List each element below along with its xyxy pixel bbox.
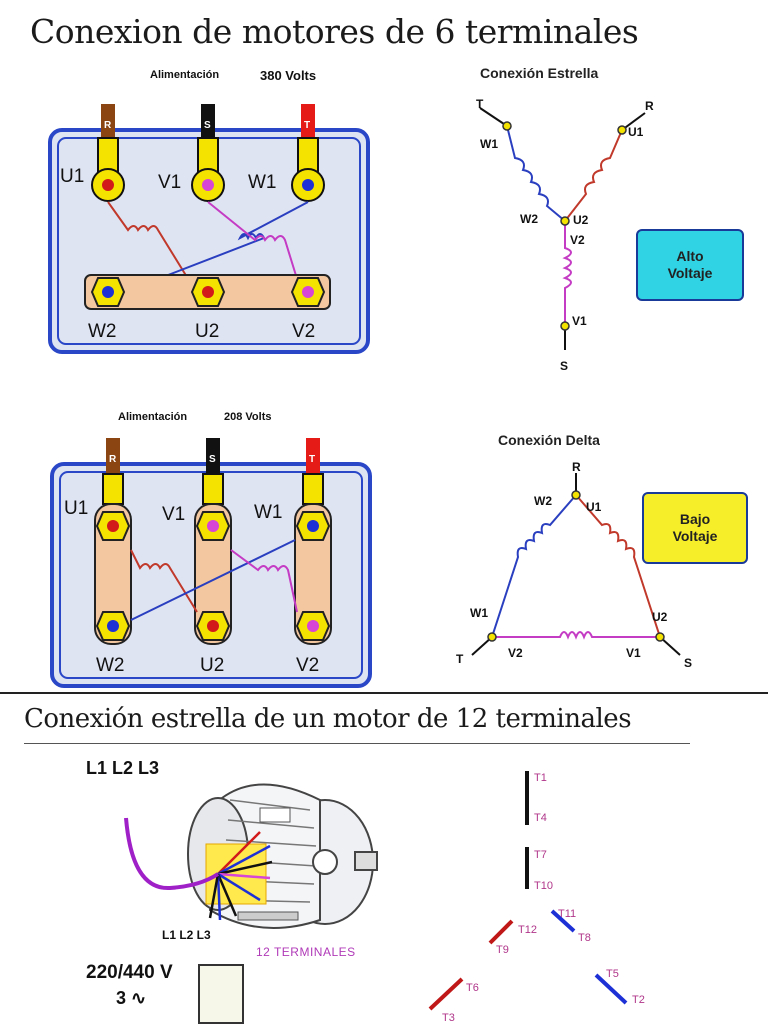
delta-label-u1: U1 <box>586 500 602 514</box>
terminal-v1: V1 <box>162 504 185 525</box>
star-label-w1: W1 <box>480 137 498 151</box>
phase-t: T <box>304 120 310 131</box>
star-label-w2: W2 <box>520 212 538 226</box>
star-label-v1: V1 <box>572 314 587 328</box>
terminal-t6: T6 <box>466 982 479 994</box>
star-label-r: R <box>645 99 654 113</box>
terminals-count-label: 12 TERMINALES <box>256 945 356 959</box>
terminal-v1: V1 <box>158 172 181 193</box>
delta-label-t: T <box>456 652 464 666</box>
terminal-t9: T9 <box>496 944 509 956</box>
supply-symbol <box>198 964 244 1024</box>
delta-label-v2: V2 <box>508 646 523 660</box>
phase-r: R <box>109 454 117 465</box>
terminal-t5: T5 <box>606 968 619 980</box>
delta-label-v1: V1 <box>626 646 641 660</box>
motor-208v-diagram: Alimentación 208 Volts R S T U1 V1 W1 W2… <box>50 411 372 688</box>
star-connection-diagram: Conexión Estrella T R W1 U1 W2 U2 V2 V1 … <box>476 65 654 373</box>
star-label-u2: U2 <box>573 213 589 227</box>
high-voltage-text: Alto Voltaje <box>667 248 713 281</box>
terminal-w1: W1 <box>254 502 283 523</box>
delta-label-w2: W2 <box>534 494 552 508</box>
terminal-t10: T10 <box>534 880 553 892</box>
terminal-u2: U2 <box>200 655 224 676</box>
motor-380v-diagram: Alimentación 380 Volts R S T U1 V1 W1 W2… <box>48 68 370 354</box>
title-underline <box>24 743 690 744</box>
terminal-u1: U1 <box>64 498 88 519</box>
phase-t: T <box>309 454 315 465</box>
delta-label-w1: W1 <box>470 606 488 620</box>
star-label-t: T <box>476 97 484 111</box>
terminal-t3: T3 <box>442 1012 455 1024</box>
delta-title: Conexión Delta <box>498 432 600 448</box>
supply-label: Alimentación <box>150 69 219 81</box>
section-divider <box>0 692 768 694</box>
terminal-t7: T7 <box>534 849 547 861</box>
voltage-label: 220/440 V <box>86 962 173 983</box>
supply-label: Alimentación <box>118 411 187 423</box>
section2-title: Conexión estrella de un motor de 12 term… <box>24 704 632 734</box>
phase-label: 3 ∿ <box>116 988 147 1008</box>
low-voltage-badge: Bajo Voltaje <box>642 492 748 564</box>
twelve-terminal-star-diagram: T1 T4 T7 T10 T11 T12 T8 T9 T6 T5 T3 T2 <box>428 771 645 1024</box>
terminal-t2: T2 <box>632 994 645 1006</box>
high-voltage-badge: Alto Voltaje <box>636 229 744 301</box>
terminal-u2: U2 <box>195 321 219 342</box>
phase-s: S <box>209 454 216 465</box>
star-title: Conexión Estrella <box>480 65 598 81</box>
phase-r: R <box>104 120 112 131</box>
delta-label-u2: U2 <box>652 610 668 624</box>
terminal-w2: W2 <box>88 321 117 342</box>
lines-label-bottom: L1 L2 L3 <box>162 928 211 942</box>
terminal-t1: T1 <box>534 772 547 784</box>
terminal-v2: V2 <box>292 321 315 342</box>
low-voltage-text: Bajo Voltaje <box>672 511 718 544</box>
star-label-u1: U1 <box>628 125 644 139</box>
delta-label-r: R <box>572 460 581 474</box>
phase-s: S <box>204 120 211 131</box>
terminal-t11: T11 <box>558 908 576 920</box>
terminal-t4: T4 <box>534 812 547 824</box>
lines-label-top: L1 L2 L3 <box>86 758 160 778</box>
terminal-u1: U1 <box>60 166 84 187</box>
terminal-w2: W2 <box>96 655 125 676</box>
star-label-v2: V2 <box>570 233 585 247</box>
motor-12-terminal-illustration <box>124 783 378 929</box>
star-label-s: S <box>560 359 568 373</box>
supply-value: 380 Volts <box>260 68 316 83</box>
terminal-w1: W1 <box>248 172 277 193</box>
delta-label-s: S <box>684 656 692 670</box>
section1-title: Conexion de motores de 6 terminales <box>30 12 639 51</box>
supply-value: 208 Volts <box>224 411 272 423</box>
terminal-t8: T8 <box>578 932 591 944</box>
terminal-t12: T12 <box>518 924 537 936</box>
delta-connection-diagram: Conexión Delta R W2 U1 W1 U2 T V2 V1 S <box>456 432 692 670</box>
terminal-v2: V2 <box>296 655 319 676</box>
